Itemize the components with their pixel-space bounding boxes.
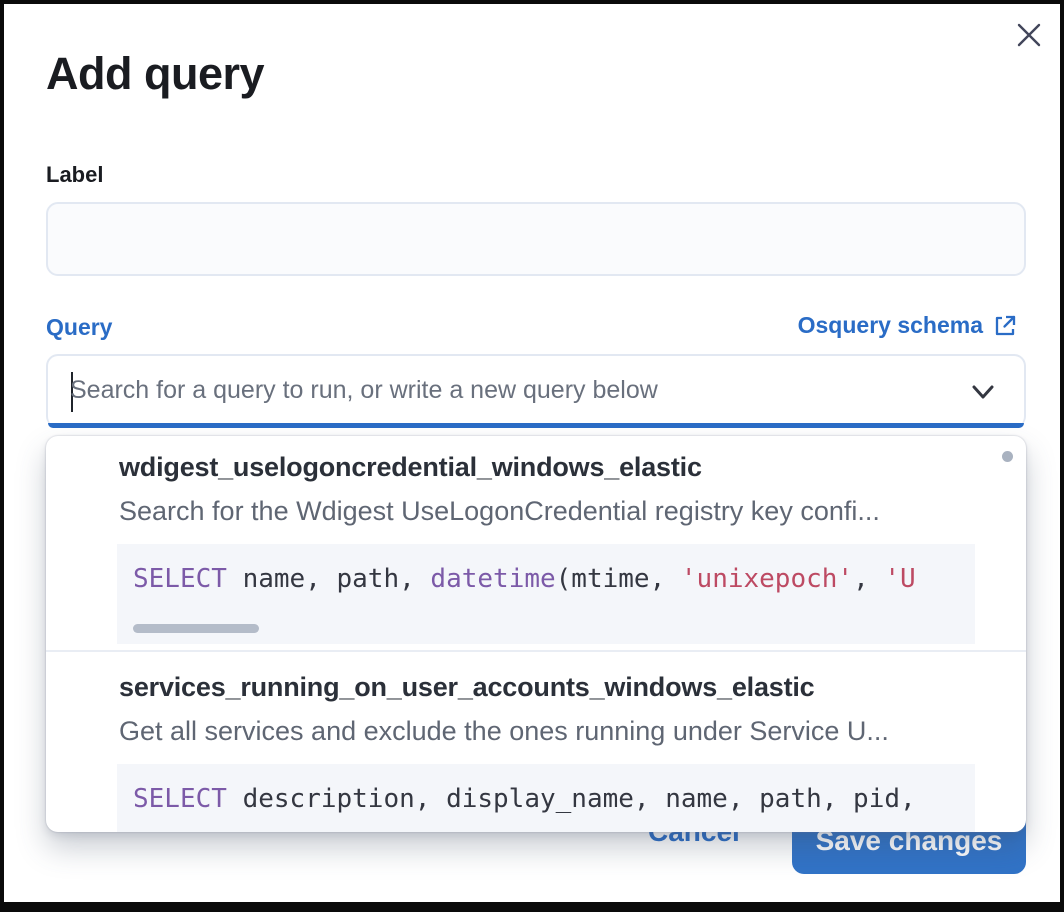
osquery-schema-link-label: Osquery schema	[797, 312, 983, 338]
label-field-label: Label	[46, 162, 104, 187]
suggestion-option[interactable]: wdigest_uselogoncredential_windows_elast…	[46, 452, 1026, 644]
close-button[interactable]	[1012, 18, 1046, 52]
query-field-label: Query	[46, 314, 113, 340]
option-description: Search for the Wdigest UseLogonCredentia…	[119, 496, 880, 526]
modal-title: Add query	[46, 48, 265, 99]
label-input[interactable]	[46, 202, 1026, 276]
suggestion-option[interactable]: services_running_on_user_accounts_window…	[46, 672, 1026, 832]
option-title: wdigest_uselogoncredential_windows_elast…	[119, 452, 702, 482]
option-description: Get all services and exclude the ones ru…	[119, 716, 889, 746]
osquery-schema-link[interactable]: Osquery schema	[798, 312, 1018, 339]
option-divider	[46, 650, 1026, 652]
option-title: services_running_on_user_accounts_window…	[119, 672, 815, 702]
query-combobox	[46, 354, 1026, 428]
vertical-scrollbar-thumb[interactable]	[1002, 451, 1013, 462]
close-icon	[1017, 23, 1041, 47]
option-code-block: SELECT name, path, datetime(mtime, 'unix…	[117, 544, 975, 644]
query-suggestions-panel: wdigest_uselogoncredential_windows_elast…	[46, 436, 1026, 832]
option-code-block: SELECT description, display_name, name, …	[117, 764, 975, 832]
sql-code: SELECT description, display_name, name, …	[133, 784, 916, 814]
external-link-icon	[995, 315, 1016, 335]
chevron-down-icon[interactable]	[968, 380, 998, 404]
combobox-focus-underline	[48, 423, 1024, 428]
sql-code: SELECT name, path, datetime(mtime, 'unix…	[133, 564, 916, 594]
add-query-modal: Add query Label Query Osquery schema Can…	[4, 4, 1060, 902]
horizontal-scrollbar-thumb[interactable]	[133, 624, 259, 633]
query-search-input[interactable]	[70, 356, 950, 425]
